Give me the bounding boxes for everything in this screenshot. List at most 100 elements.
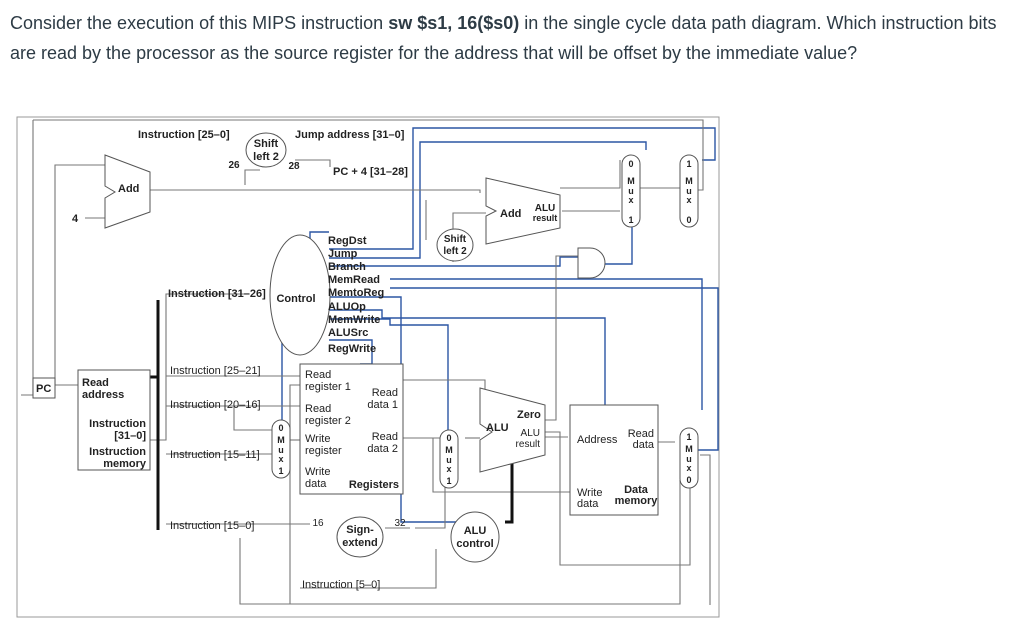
label-four: 4: [72, 213, 79, 225]
jump-mux: 1 M u x 0: [679, 154, 699, 228]
branch-adder-add: Add: [500, 208, 521, 220]
mux-m: M: [685, 444, 693, 454]
mux-u: u: [628, 186, 634, 196]
rf-read-reg1-b: register 1: [305, 381, 351, 393]
mux-u: u: [686, 186, 692, 196]
sign-extend: [336, 516, 384, 558]
branch-adder: [485, 177, 561, 245]
instruction-memory: [77, 369, 151, 471]
rf-read-data1-b: data 1: [367, 399, 398, 411]
signal-branch: Branch: [328, 261, 366, 273]
jump-shift-label: Shift: [254, 138, 279, 150]
label-pc-plus4: PC + 4 [31–28]: [333, 166, 408, 178]
label-instr-31-26: Instruction [31–26]: [168, 288, 266, 300]
alu-zero-label: Zero: [517, 409, 541, 421]
memtoreg-mux: 1 M u x 0: [679, 427, 699, 489]
dm-write-data-label: data: [577, 498, 599, 510]
label-26: 26: [228, 160, 240, 171]
mux-input-0: 0: [686, 475, 691, 485]
dm-title-1: Data: [624, 484, 649, 496]
label-instr-25-0: Instruction [25–0]: [138, 129, 230, 141]
rf-write-data-a: Write: [305, 466, 330, 478]
main-alu: [479, 387, 546, 473]
label-32: 32: [394, 518, 406, 529]
mux-x: x: [686, 195, 691, 205]
rf-write-reg-a: Write: [305, 433, 330, 445]
label-instr-20-16: Instruction [20–16]: [170, 399, 261, 411]
im-title-1: Instruction: [89, 446, 146, 458]
im-address-label: address: [82, 389, 124, 401]
control-label: Control: [276, 293, 315, 305]
sign-extend-label-2: extend: [342, 537, 377, 549]
pc-label: PC: [36, 383, 51, 395]
highlighted-path: [150, 300, 514, 530]
alusrc-mux: 0 M u x 1: [439, 429, 459, 489]
regdst-mux: 0 M u x 1: [271, 419, 291, 479]
mux-m: M: [277, 435, 285, 445]
alu-control: [450, 511, 500, 563]
branch-adder-alu: ALU: [535, 203, 556, 214]
label-instr-25-21: Instruction [25–21]: [170, 365, 261, 377]
mux-u: u: [446, 455, 452, 465]
mux-input-1: 1: [686, 159, 691, 169]
rf-read-data2-b: data 2: [367, 443, 398, 455]
label-instr-15-0: Instruction [15–0]: [170, 520, 254, 532]
mux-m: M: [685, 176, 693, 186]
mux-input-0: 0: [446, 433, 451, 443]
mux-m: M: [627, 176, 635, 186]
mux-input-0: 0: [628, 159, 633, 169]
mux-x: x: [686, 463, 691, 473]
mux-x: x: [628, 195, 633, 205]
mux-input-1: 1: [278, 466, 283, 476]
mux-u: u: [686, 454, 692, 464]
mux-input-0: 0: [686, 215, 691, 225]
pc-adder-label: Add: [118, 183, 139, 195]
dm-data-label: data: [633, 439, 655, 451]
signal-memread: MemRead: [328, 274, 380, 286]
signal-aluop: ALUOp: [328, 301, 366, 313]
rf-write-reg-b: register: [305, 445, 342, 457]
alu-main-label: ALU: [486, 422, 509, 434]
rf-read-reg2-a: Read: [305, 403, 331, 415]
register-file: [299, 363, 404, 495]
im-bits-label: [31–0]: [114, 430, 146, 442]
question-part1: Consider the execution of this MIPS inst…: [10, 13, 389, 33]
alu-result-label-1: ALU: [521, 428, 540, 439]
data-memory: [569, 404, 659, 516]
im-instruction-label: Instruction: [89, 418, 146, 430]
branch-shift-left2: [436, 228, 474, 262]
label-16: 16: [312, 518, 324, 529]
mux-x: x: [446, 464, 451, 474]
mux-m: M: [445, 445, 453, 455]
and-gate: [577, 247, 606, 279]
branch-shift-label-2: left 2: [443, 246, 467, 257]
im-read-label: Read: [82, 377, 109, 389]
rf-read-reg2-b: register 2: [305, 415, 351, 427]
mux-u: u: [278, 445, 284, 455]
signal-jump: Jump: [328, 248, 358, 260]
pc-register: [32, 377, 56, 399]
signal-regwrite: RegWrite: [328, 343, 376, 355]
mux-input-1: 1: [446, 476, 451, 486]
question-instruction: sw $s1, 16($s0): [388, 13, 520, 33]
alu-control-label-1: ALU: [464, 525, 487, 537]
jump-shift-left2: Shift left 2: [245, 132, 287, 168]
dm-address-label: Address: [577, 434, 618, 446]
signal-memtoreg: MemtoReg: [328, 287, 384, 299]
mux-x: x: [278, 454, 283, 464]
dm-title-2: memory: [615, 495, 659, 507]
branch-adder-result: result: [533, 213, 558, 223]
label-instr-15-11: Instruction [15–11]: [170, 449, 260, 461]
question-text: Consider the execution of this MIPS inst…: [10, 8, 1015, 68]
data-wires: [21, 119, 711, 605]
rf-write-data-b: data: [305, 478, 327, 490]
question-part2: in the single cycle data path diagram. W…: [10, 13, 997, 63]
sign-extend-label-1: Sign-: [346, 524, 374, 536]
rf-title: Registers: [349, 479, 399, 491]
pc-adder: [104, 154, 151, 229]
rf-read-data2-a: Read: [372, 431, 398, 443]
signal-alusrc: ALUSrc: [328, 327, 368, 339]
dm-read-label: Read: [628, 428, 654, 440]
control-signal-list: RegDst Jump Branch MemRead MemtoReg ALUO…: [328, 235, 384, 355]
